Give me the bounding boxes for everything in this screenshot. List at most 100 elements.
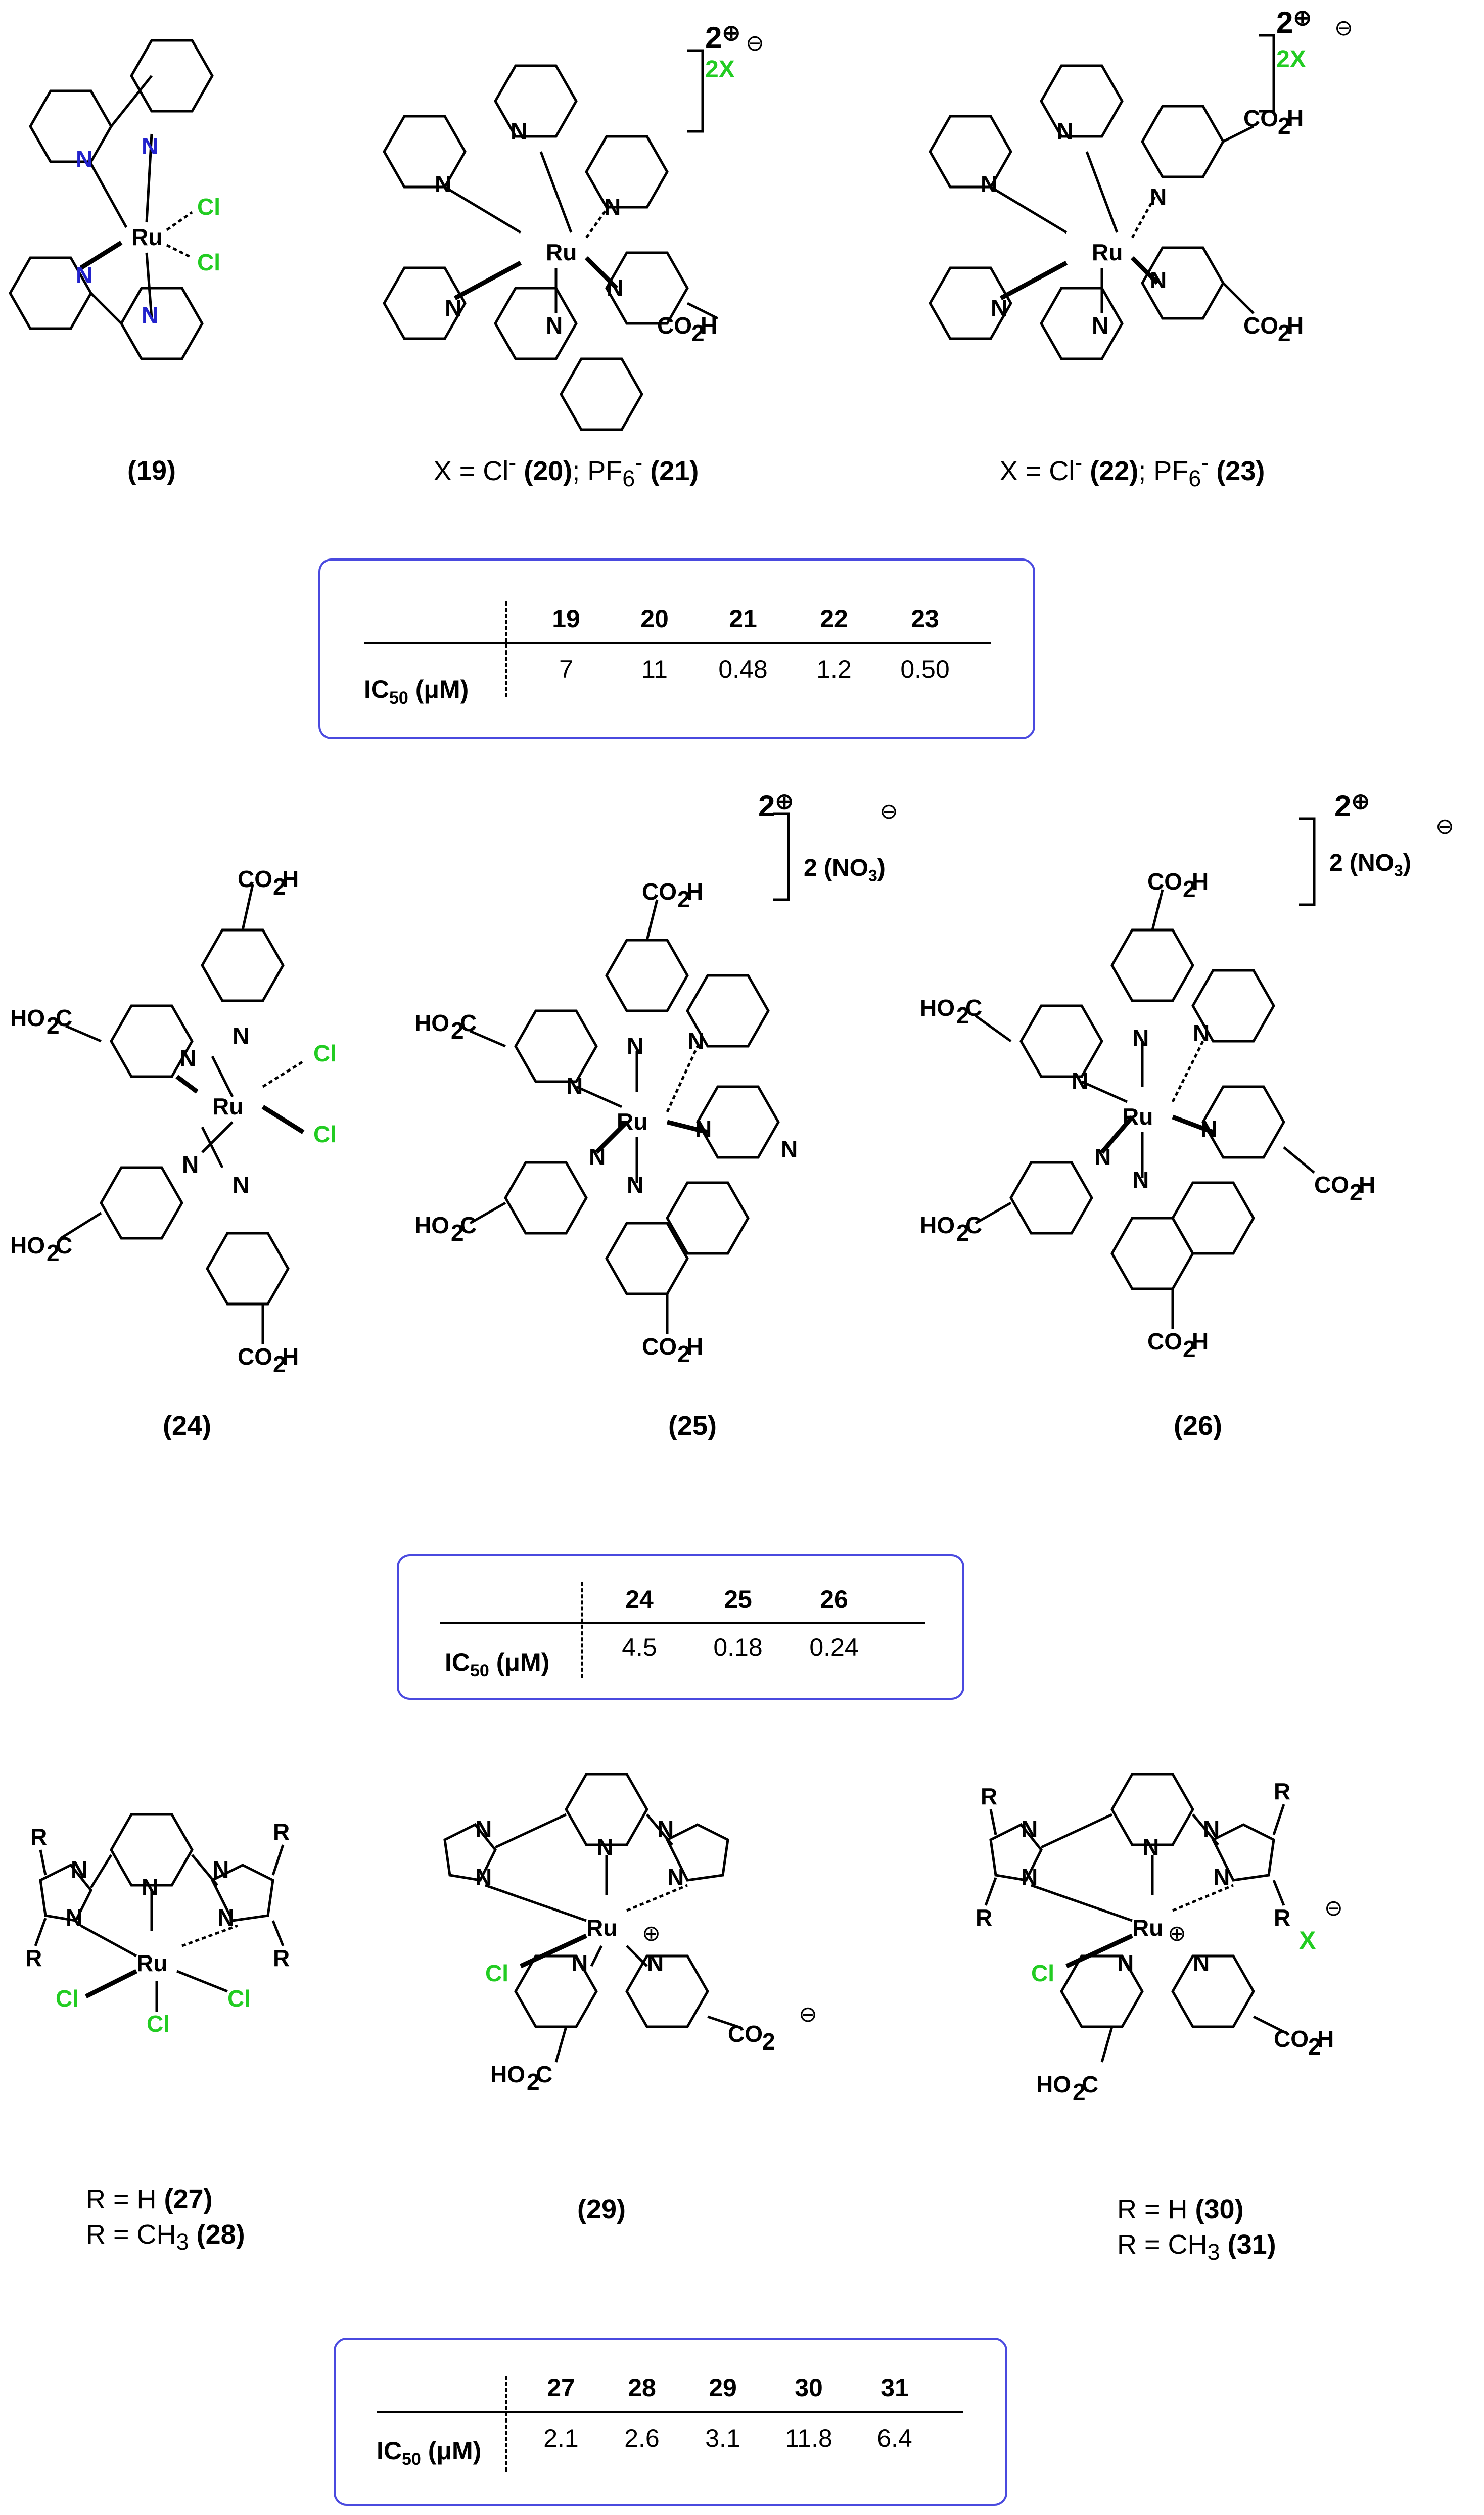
counter-25-sub: 3 <box>868 866 877 885</box>
label-24: (24) <box>147 1410 227 1441</box>
counter-20-21: 2X <box>705 56 735 83</box>
svg-text:CO: CO <box>238 1343 272 1370</box>
label-22-23-sup2: - <box>1201 450 1209 476</box>
minus-circle-icon: ⊖ <box>1334 16 1353 40</box>
label-20-21-sub: 6 <box>622 465 635 491</box>
bracket-22-23 <box>1259 34 1275 113</box>
svg-text:R: R <box>273 1819 290 1845</box>
svg-text:N: N <box>1193 1950 1210 1976</box>
svg-text:Cl: Cl <box>56 1985 79 2012</box>
svg-text:R: R <box>273 1945 290 1971</box>
svg-text:H: H <box>686 878 703 905</box>
svg-text:N: N <box>596 1834 613 1860</box>
label-25: (25) <box>652 1410 733 1441</box>
table-value-cell: 2.1 <box>543 2424 579 2452</box>
ic50-table-2-box <box>397 1554 964 1700</box>
svg-text:H: H <box>282 1343 299 1370</box>
ic50-label-text: IC <box>377 2437 402 2465</box>
label-22-23-b: (23) <box>1216 456 1265 486</box>
svg-text:N: N <box>1132 1025 1149 1051</box>
ic50-table-1-box <box>318 558 1035 739</box>
svg-text:HO: HO <box>10 1005 45 1031</box>
svg-text:2: 2 <box>677 1341 690 1367</box>
svg-text:Cl: Cl <box>313 1040 337 1066</box>
plus-circle-icon: ⊕ <box>775 789 794 814</box>
svg-text:N: N <box>1150 267 1167 293</box>
svg-text:N: N <box>781 1136 798 1162</box>
label-20-21-a: (20) <box>524 456 573 486</box>
svg-text:2: 2 <box>273 873 286 900</box>
table-header-cell: 29 <box>709 2373 737 2402</box>
label-30-31-line2-text: R = CH <box>1117 2229 1208 2260</box>
label-30-31-line1: R = H (30) <box>1117 2194 1319 2225</box>
svg-text:N: N <box>1203 1816 1220 1842</box>
svg-text:N: N <box>435 171 451 197</box>
ic50-table-3-box <box>334 2338 1007 2506</box>
svg-text:N: N <box>1132 1167 1149 1193</box>
counter-26-end: ) <box>1403 850 1411 876</box>
svg-text:Cl: Cl <box>1031 1960 1054 1986</box>
minus-circle-icon: ⊖ <box>879 799 898 824</box>
charge-26: 2⊕ <box>1334 788 1370 823</box>
label-30-31-line2-sub: 3 <box>1207 2239 1220 2265</box>
svg-text:N: N <box>142 1874 158 1900</box>
svg-text:2: 2 <box>1073 2079 1086 2105</box>
charge-26-value: 2 <box>1334 789 1352 823</box>
charge-25-value: 2 <box>758 789 775 823</box>
svg-text:N: N <box>604 194 621 220</box>
svg-text:2: 2 <box>1183 1336 1196 1362</box>
structure-19: Ru N N N N Cl Cl <box>9 39 220 360</box>
table-header-cell: 24 <box>625 1585 654 1613</box>
counter-20-21-value: 2X <box>705 56 735 83</box>
label-27-28-line2: R = CH3 (28) <box>86 2219 298 2255</box>
svg-text:N: N <box>66 1904 82 1931</box>
label-20-21: X = Cl- (20); PF6- (21) <box>384 450 748 492</box>
svg-text:N: N <box>1150 183 1167 210</box>
counter-25: 2 (NO3) <box>804 854 886 886</box>
svg-text:2: 2 <box>1183 876 1196 902</box>
structure-22-23: Ru CO 2 H CO 2 H N N N N N N <box>929 64 1304 360</box>
counter-26: 2 (NO3) <box>1329 849 1411 880</box>
charge-22-23: 2⊕ <box>1276 5 1312 40</box>
svg-text:N: N <box>142 133 158 159</box>
svg-text:N: N <box>1142 1834 1159 1860</box>
svg-text:Ru: Ru <box>617 1108 647 1135</box>
label-20-21-sup1: - <box>508 450 517 476</box>
label-30-31-line2: R = CH3 (31) <box>1117 2229 1329 2265</box>
table-header-cell: 28 <box>628 2373 656 2402</box>
svg-text:N: N <box>1021 1816 1038 1842</box>
label-26-text: (26) <box>1173 1411 1223 1441</box>
svg-text:2: 2 <box>47 1240 60 1266</box>
svg-text:CO: CO <box>728 2021 763 2047</box>
table-value-cell: 6.4 <box>877 2424 912 2452</box>
label-20-21-b: (21) <box>650 456 699 486</box>
svg-text:H: H <box>701 312 717 339</box>
svg-text:R: R <box>25 1945 42 1971</box>
svg-text:C: C <box>56 1005 72 1031</box>
ic50-label-sub: 50 <box>470 1661 489 1681</box>
svg-text:N: N <box>217 1904 234 1931</box>
counter-22-23: 2X <box>1276 45 1306 73</box>
svg-text:2: 2 <box>527 2069 540 2095</box>
table-value-cell: 0.50 <box>900 655 950 683</box>
svg-text:N: N <box>179 1045 196 1072</box>
svg-text:2: 2 <box>1350 1179 1363 1205</box>
svg-text:N: N <box>475 1864 492 1890</box>
label-29: (29) <box>561 2194 642 2225</box>
label-30-31-line1-id: (30) <box>1195 2194 1244 2224</box>
label-27-28-line1-text: R = H <box>86 2184 164 2214</box>
svg-text:Cl: Cl <box>485 1960 508 1986</box>
label-27-28-line2-sub: 3 <box>176 2228 189 2255</box>
svg-text:N: N <box>687 1028 704 1054</box>
svg-text:2: 2 <box>273 1351 286 1377</box>
svg-text:N: N <box>71 1856 87 1883</box>
svg-text:N: N <box>76 146 92 172</box>
table-value-cell: 0.18 <box>713 1633 763 1661</box>
svg-text:R: R <box>30 1824 47 1850</box>
svg-text:CO: CO <box>657 312 692 339</box>
svg-text:Ru: Ru <box>546 239 577 265</box>
